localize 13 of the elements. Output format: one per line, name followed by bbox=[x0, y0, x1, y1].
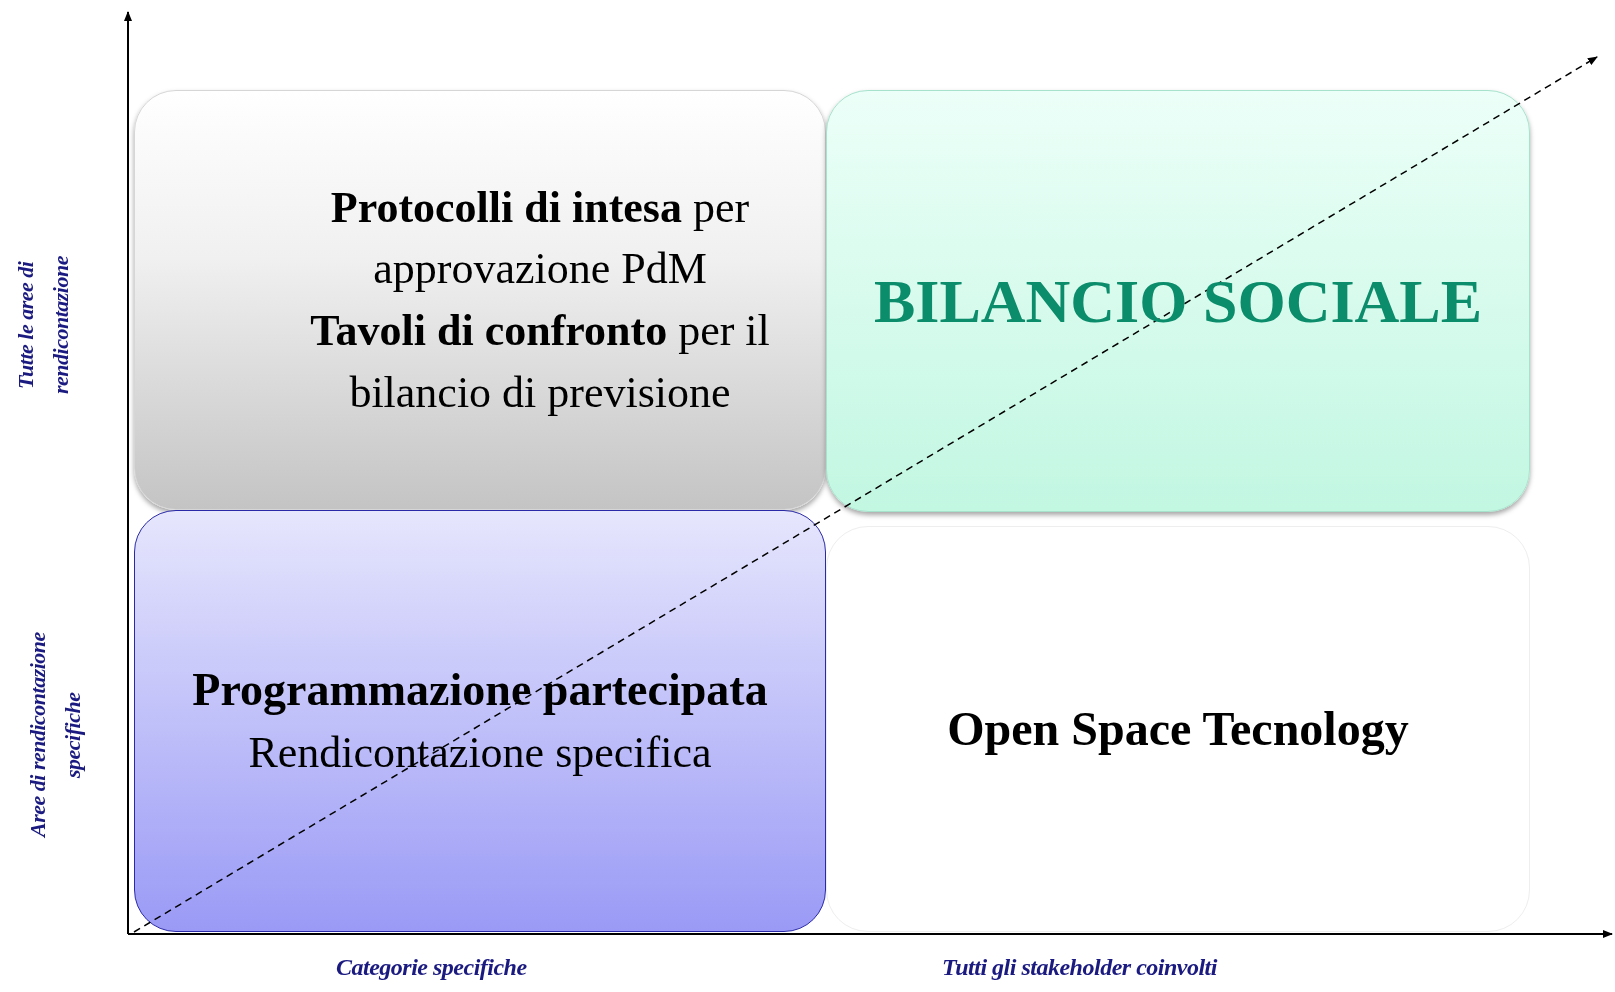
quadrant-box bbox=[134, 90, 826, 510]
axis-label: Tutte le aree di rendicontazione bbox=[12, 255, 75, 396]
quadrant-box bbox=[826, 526, 1530, 932]
box-text: Open Space Tecnology bbox=[947, 701, 1409, 758]
axis-label: Aree di rendicontazione specifiche bbox=[24, 631, 87, 840]
box-text: Rendicontazione specifica bbox=[248, 727, 712, 780]
axis-label: Tutti gli stakeholder coinvolti bbox=[942, 954, 1217, 981]
quadrant-box bbox=[826, 90, 1530, 512]
box-text: BILANCIO SOCIALE bbox=[873, 265, 1483, 337]
quadrant-box bbox=[134, 510, 826, 932]
axis-label: Categorie specifiche bbox=[336, 954, 527, 981]
box-text: Tavoli di confronto per il bilancio di previsione bbox=[309, 305, 771, 419]
box-text: Programmazione partecipata bbox=[192, 663, 768, 717]
